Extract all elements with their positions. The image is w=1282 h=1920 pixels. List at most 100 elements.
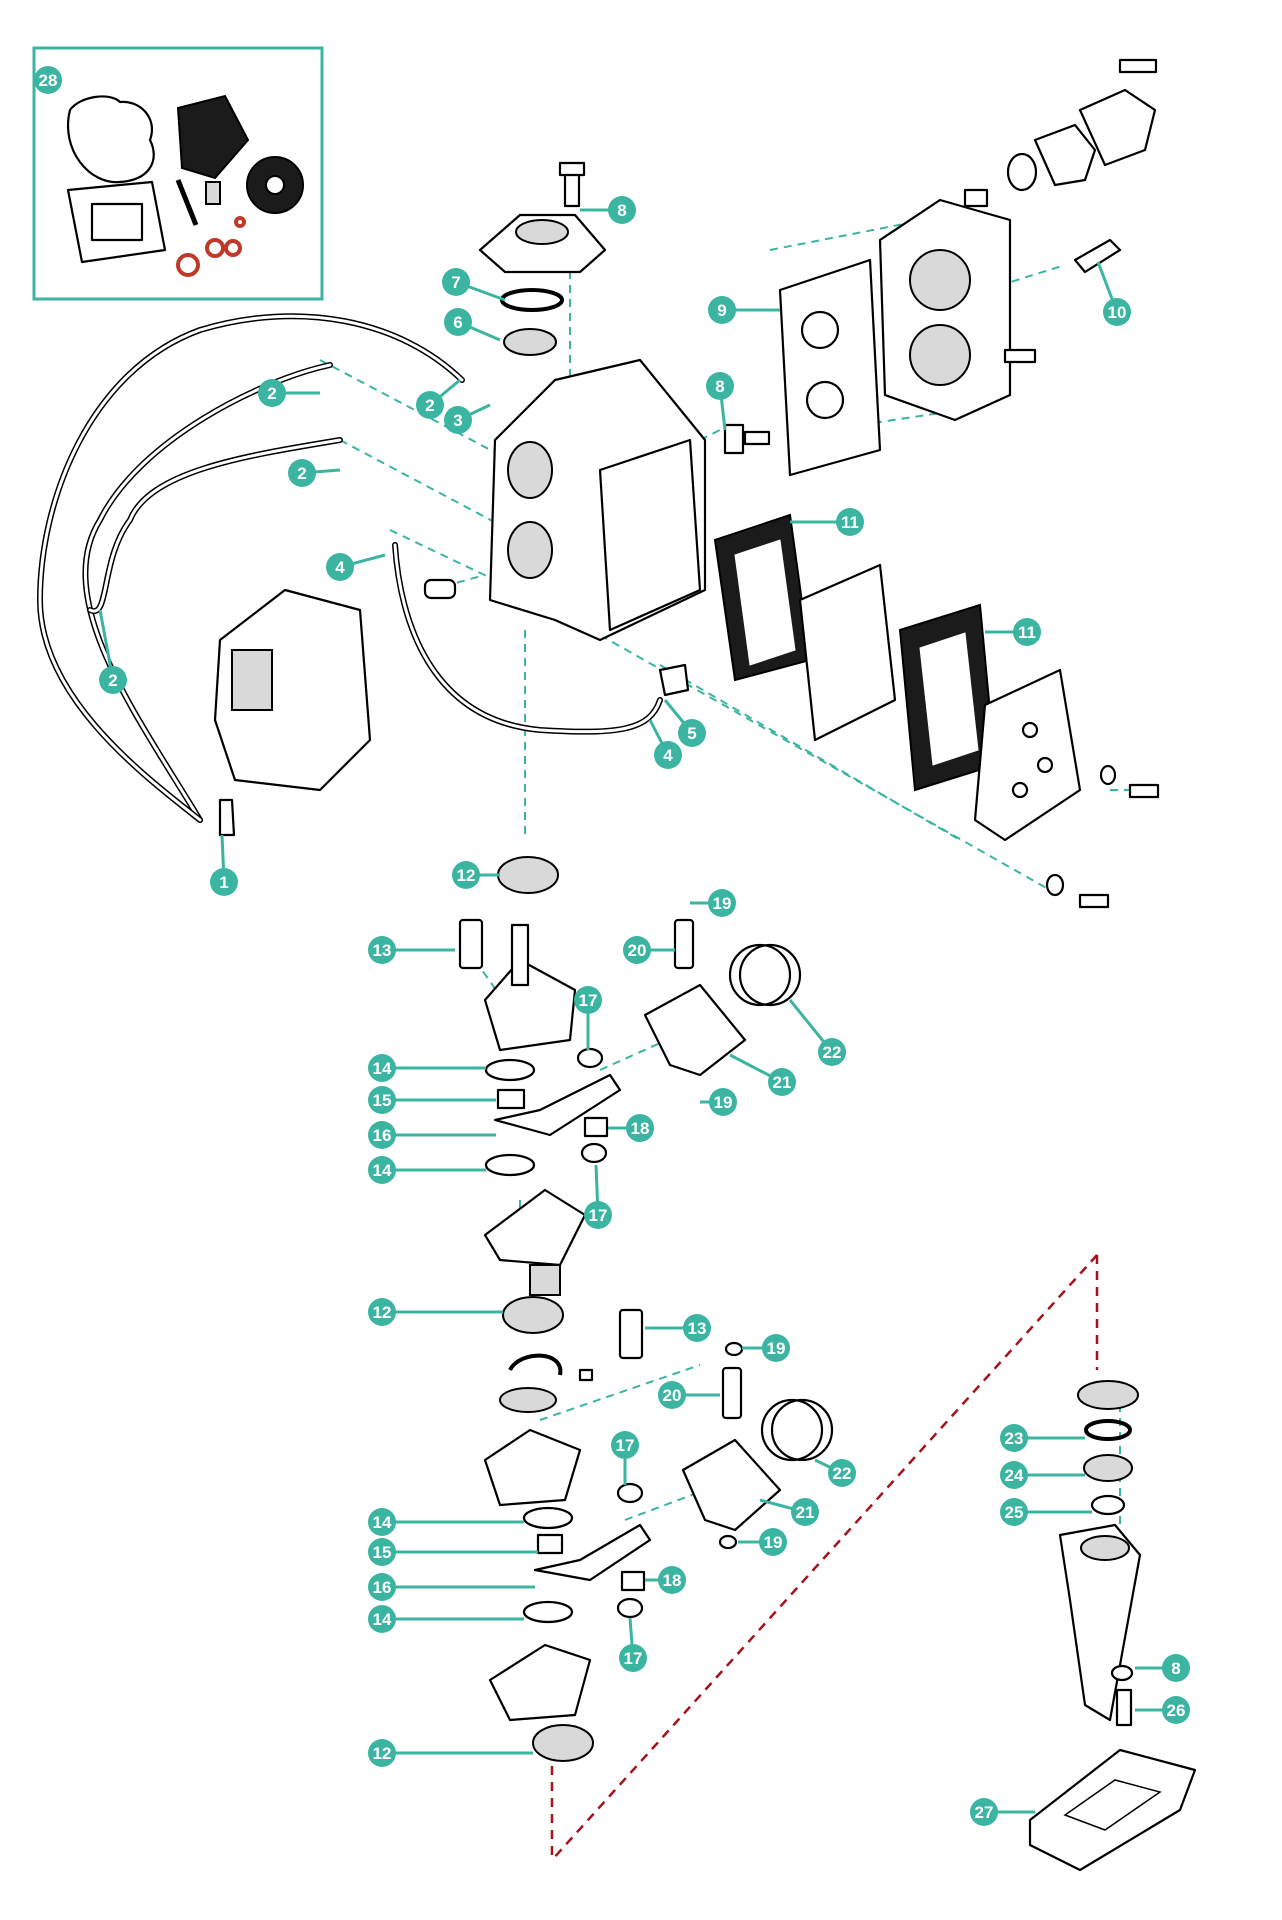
- piston-ring-22d: [770, 1398, 834, 1462]
- callout-badge: [368, 1573, 396, 1601]
- callout-number: 13: [373, 941, 392, 960]
- callout-c-17b: 17: [584, 1164, 612, 1229]
- callout-number: 9: [717, 301, 726, 320]
- crankshaft-lower: [483, 1264, 834, 1762]
- washer-17a: [576, 1047, 604, 1069]
- crankpin-13b: [618, 1308, 644, 1360]
- callout-number: 4: [663, 746, 673, 765]
- callout-c-20a: 20: [623, 936, 675, 964]
- callout-number: 6: [453, 313, 462, 332]
- washer-b: [1045, 873, 1065, 897]
- callout-badge: [326, 553, 354, 581]
- gasket-hole-2: [805, 380, 845, 420]
- fitting-head: [963, 188, 989, 208]
- callout-number: 19: [767, 1339, 786, 1358]
- callout-badge: [368, 1156, 396, 1184]
- circlip-19d: [718, 1534, 738, 1550]
- washer-17d: [616, 1597, 644, 1619]
- callout-c-24: 24: [1000, 1461, 1085, 1489]
- callout-c-22a: 22: [788, 999, 846, 1066]
- crank-web-middle: [483, 1428, 582, 1507]
- callout-badge: [574, 986, 602, 1014]
- oring-23: [1084, 1419, 1132, 1441]
- cover-bolt-a: [1128, 783, 1160, 799]
- callout-badge: [768, 1068, 796, 1096]
- callout-number: 16: [373, 1578, 392, 1597]
- callout-badge: [608, 196, 636, 224]
- anode-8: [723, 423, 745, 455]
- bolt-head-upper: [1118, 58, 1158, 74]
- callout-c-13a: 13: [368, 936, 455, 964]
- callout-c-14c: 14: [368, 1508, 524, 1536]
- bore-lower: [507, 521, 553, 579]
- callout-number: 2: [297, 464, 306, 483]
- callout-number: 14: [373, 1059, 392, 1078]
- callout-number: 26: [1167, 1701, 1186, 1720]
- callout-badge: [368, 1605, 396, 1633]
- callout-c-16a: 16: [368, 1121, 496, 1149]
- callout-badge: [828, 1459, 856, 1487]
- callout-number: 18: [663, 1571, 682, 1590]
- callout-badge: [791, 1498, 819, 1526]
- callout-c-4b: 4: [648, 719, 682, 769]
- callout-number: 1: [219, 873, 228, 892]
- callout-c-28: 28: [34, 66, 62, 94]
- bearing-12b: [502, 1296, 564, 1334]
- callout-c-12a: 12: [452, 861, 500, 889]
- head-gasket-9: [778, 258, 882, 477]
- reed-gasket-opening-a: [734, 539, 796, 666]
- callout-badge: [442, 268, 470, 296]
- callout-number: 2: [267, 384, 276, 403]
- callout-badge: [1162, 1654, 1190, 1682]
- fitting-1: [218, 798, 236, 837]
- callout-badge: [706, 372, 734, 400]
- thermostat: [1006, 152, 1038, 192]
- callout-badge: [708, 889, 736, 917]
- oring-7: [500, 288, 564, 312]
- callout-number: 8: [1171, 1659, 1180, 1678]
- callout-c-12c: 12: [368, 1739, 533, 1767]
- callout-c-6: 6: [444, 308, 501, 342]
- callout-c-22b: 22: [814, 1458, 856, 1487]
- bolt-top-head: [558, 161, 586, 177]
- lower-unit-reference-lines: [550, 1254, 1099, 1861]
- crank-shaft-upper: [510, 923, 530, 987]
- callout-c-14d: 14: [368, 1605, 524, 1633]
- callout-badge: [416, 391, 444, 419]
- kit-gasket-opening: [90, 202, 144, 242]
- callout-badge: [683, 1314, 711, 1342]
- spline-shaft: [529, 1264, 561, 1296]
- callout-number: 14: [373, 1161, 392, 1180]
- snap-ring: [508, 1353, 563, 1376]
- callout-number: 8: [617, 201, 626, 220]
- cover-bolt-b: [1078, 893, 1110, 909]
- thermostat-gasket: [1033, 123, 1097, 187]
- circlip-19c: [724, 1341, 744, 1357]
- inset-frame: [32, 46, 324, 301]
- callout-badge: [99, 666, 127, 694]
- callout-number: 10: [1108, 303, 1127, 322]
- washer-17c: [616, 1482, 644, 1504]
- callout-c-2d: 2: [98, 609, 127, 694]
- callout-badge: [368, 1508, 396, 1536]
- callout-number: 21: [796, 1503, 815, 1522]
- callout-number: 28: [39, 71, 58, 90]
- piston-pin-20b: [721, 1366, 743, 1420]
- callout-number: 15: [373, 1543, 392, 1562]
- callout-number: 12: [373, 1744, 392, 1763]
- seal-6: [503, 328, 557, 356]
- callout-number: 3: [453, 411, 462, 430]
- needle-bearing-18a: [583, 1116, 609, 1138]
- callout-c-12b: 12: [368, 1298, 503, 1326]
- callout-c-13b: 13: [645, 1314, 711, 1342]
- dowel-lower: [578, 1368, 594, 1382]
- callout-c-3: 3: [444, 403, 491, 434]
- callout-c-2c: 2: [288, 459, 341, 487]
- callout-number: 21: [773, 1073, 792, 1092]
- callout-badge: [658, 1566, 686, 1594]
- anode-bolt: [743, 430, 771, 446]
- reed-valve-assembly: [658, 513, 1160, 909]
- callout-number: 22: [823, 1043, 842, 1062]
- callout-c-20b: 20: [658, 1381, 720, 1409]
